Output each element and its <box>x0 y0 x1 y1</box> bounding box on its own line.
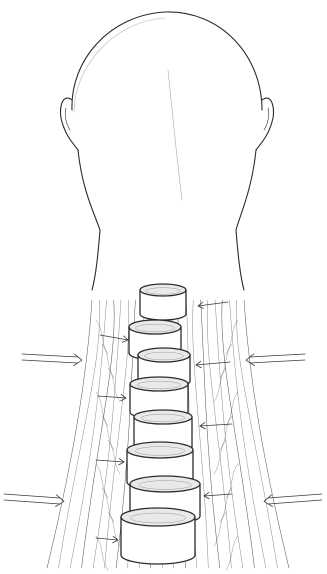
muscle-fiber <box>108 512 120 546</box>
vertebral-discs <box>121 284 200 564</box>
muscle-fiber <box>220 488 232 522</box>
arrow-shaft <box>268 494 322 498</box>
arrow-shaft <box>96 460 124 462</box>
muscle-fiber <box>226 536 238 570</box>
muscle-fiber <box>236 300 277 568</box>
muscle-fiber <box>215 300 243 568</box>
muscle-fiber <box>244 300 289 568</box>
arrow-shaft <box>98 396 126 398</box>
muscle-fiber <box>214 512 226 546</box>
muscle-fiber <box>96 320 108 354</box>
pressure-arrow-icon <box>246 354 305 366</box>
arrow-shaft <box>22 354 78 357</box>
small-arrow-icon <box>100 335 128 342</box>
muscle-fiber <box>201 300 220 568</box>
muscle-fiber <box>207 300 231 568</box>
small-arrow-icon <box>98 394 126 400</box>
arrow-shaft <box>250 354 305 357</box>
muscle-fiber <box>59 300 100 568</box>
pressure-arrow-icon <box>4 494 64 507</box>
arrow-shaft <box>268 500 322 504</box>
muscle-fiber <box>226 392 238 426</box>
arrow-shaft <box>4 500 60 504</box>
muscle-fiber <box>96 536 108 570</box>
small-arrow-icon <box>198 302 228 309</box>
arrow-shaft <box>4 494 60 498</box>
arrow-shaft <box>250 360 305 363</box>
left-ear-icon <box>60 98 78 150</box>
muscle-fiber <box>47 300 92 568</box>
neck-outline <box>92 230 244 290</box>
head-outline <box>60 12 273 230</box>
arrow-head <box>264 495 273 507</box>
vertebral-disc <box>121 508 195 564</box>
muscle-fiber <box>96 464 108 498</box>
arrow-head <box>56 495 64 507</box>
vertebral-disc <box>140 284 186 320</box>
muscle-fiber <box>82 300 115 568</box>
muscle-fiber <box>102 344 114 378</box>
arrow-head <box>74 354 82 366</box>
small-arrow-icon <box>204 492 232 498</box>
muscle-fiber <box>222 300 255 568</box>
pressure-arrow-icon <box>22 354 82 366</box>
right-ear-icon <box>256 98 274 150</box>
muscle-fiber <box>214 440 226 474</box>
small-arrow-icon <box>96 458 124 464</box>
disc-top <box>121 508 195 526</box>
muscle-fiber <box>93 300 121 568</box>
muscle-fiber <box>226 320 238 354</box>
arrow-shaft <box>22 360 78 363</box>
